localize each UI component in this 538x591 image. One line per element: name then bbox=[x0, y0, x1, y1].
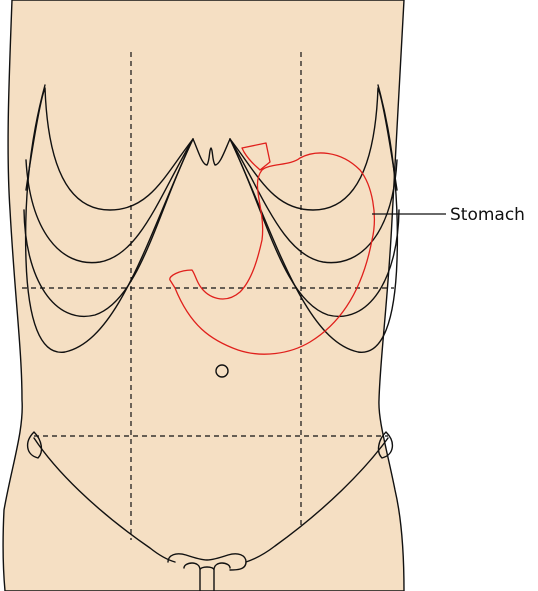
stomach-label: Stomach bbox=[450, 205, 525, 225]
torso-silhouette bbox=[3, 0, 404, 591]
